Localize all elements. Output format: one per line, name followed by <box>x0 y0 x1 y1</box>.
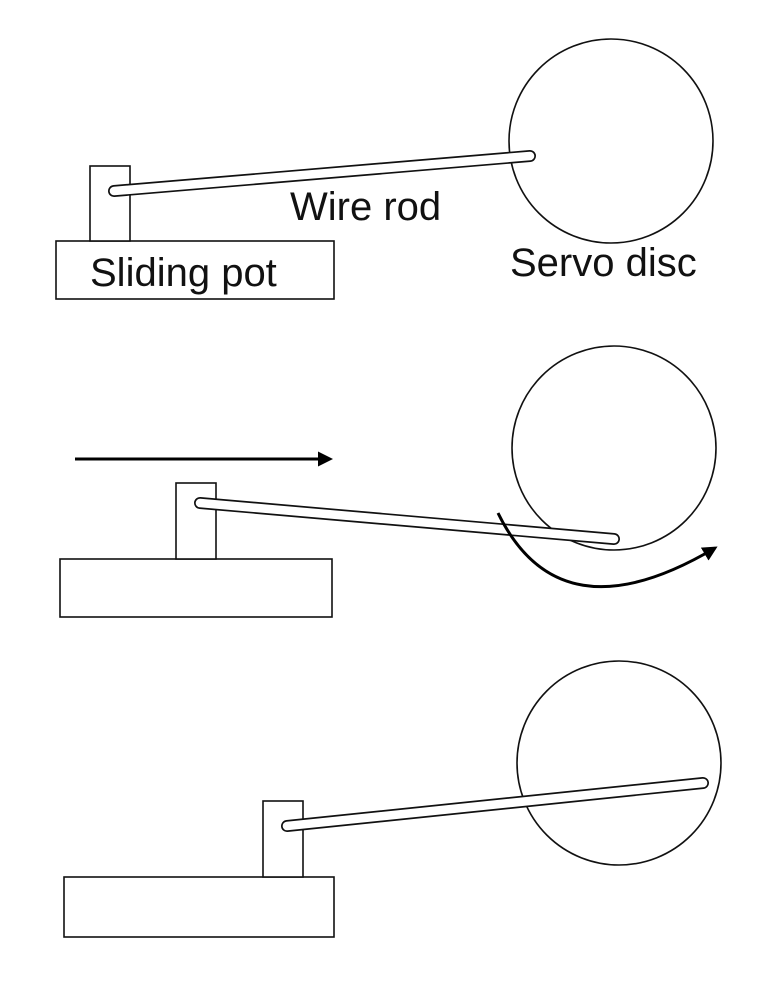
sliding-pot-knob <box>262 800 304 878</box>
panel-initial <box>55 38 714 300</box>
wire-rod <box>194 497 620 545</box>
sliding-pot-base <box>55 240 335 300</box>
servo-disc-label: Servo disc <box>510 241 697 285</box>
sliding-pot-knob <box>175 482 217 560</box>
wire-rod <box>108 150 536 197</box>
servo-disc <box>508 38 714 244</box>
servo-disc <box>511 345 717 551</box>
panel-final <box>63 660 722 938</box>
panel-motion <box>59 345 718 618</box>
sliding-pot-label: Sliding pot <box>90 251 277 295</box>
wire-rod <box>281 777 709 832</box>
sliding-pot-base <box>59 558 333 618</box>
wire-rod-label: Wire rod <box>290 185 442 229</box>
servo-disc <box>516 660 722 866</box>
sliding-pot-knob <box>89 165 131 242</box>
rotation-arrow <box>496 512 718 589</box>
sliding-pot-base <box>63 876 335 938</box>
